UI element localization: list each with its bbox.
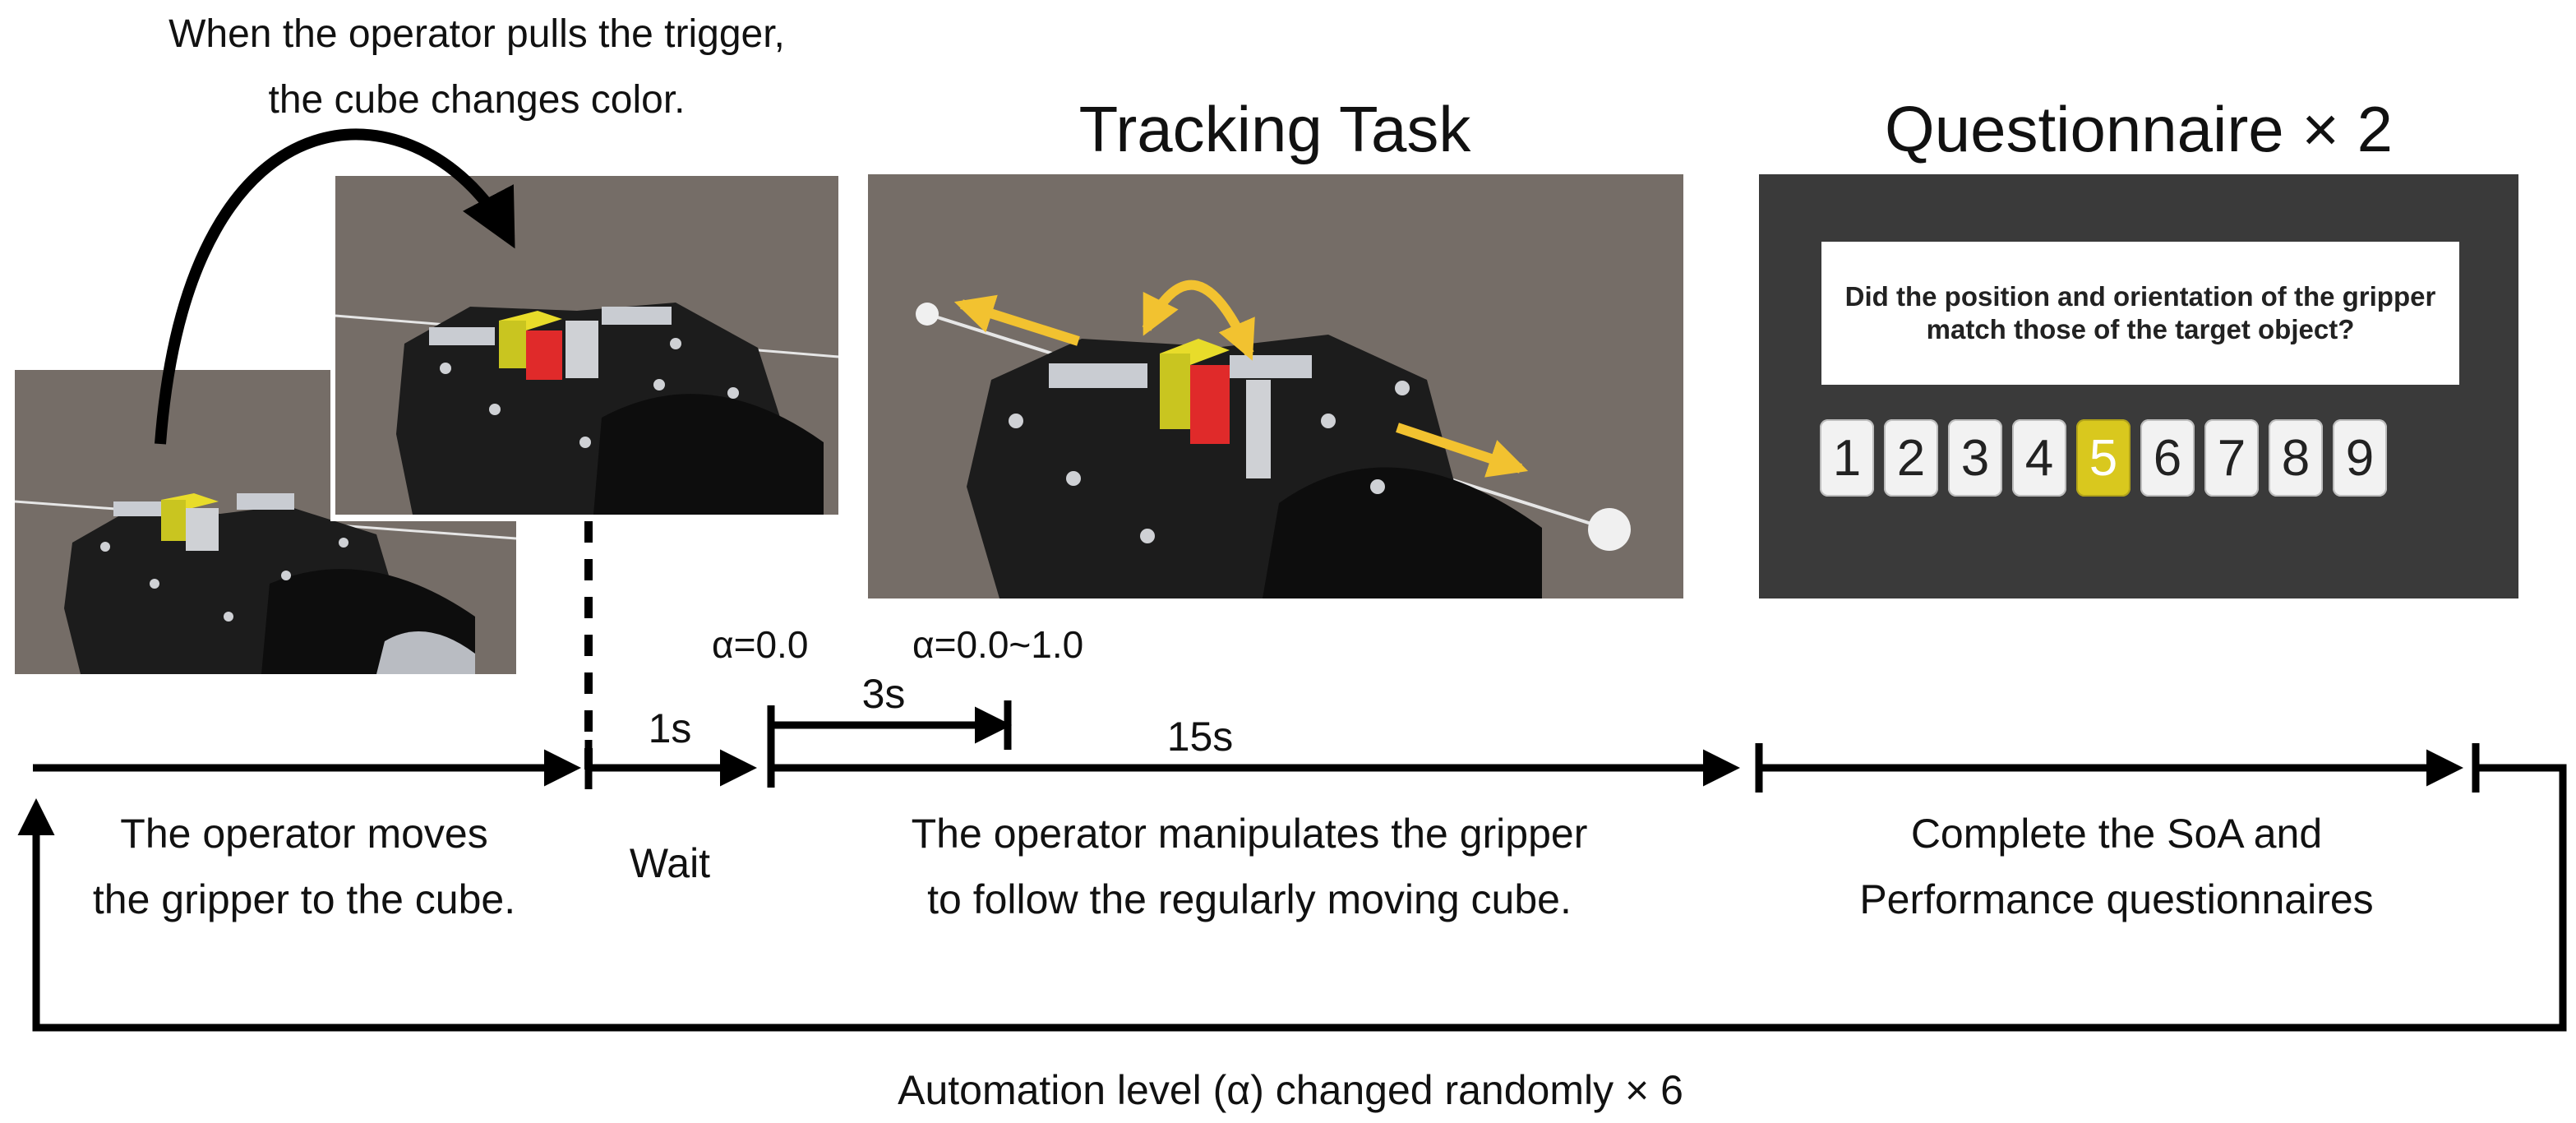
scene-after-trigger	[330, 171, 845, 521]
alpha-ramp-label: α=0.0~1.0	[912, 623, 1084, 666]
trigger-note-line2: the cube changes color.	[268, 78, 686, 122]
move-left-arrow	[953, 294, 1080, 346]
trigger-note-line1: When the operator pulls the trigger,	[169, 12, 785, 56]
loop-label: Automation level (α) changed randomly × …	[898, 1067, 1683, 1113]
step2-label: Wait	[629, 840, 711, 886]
questionnaire-title: Questionnaire × 2	[1885, 93, 2393, 165]
rating-option-2[interactable]: 2	[1884, 419, 1938, 497]
loop-back-path	[17, 764, 2567, 1032]
step3-label-line2: to follow the regularly moving cube.	[927, 876, 1572, 922]
rating-option-1[interactable]: 1	[1820, 419, 1874, 497]
ramp-duration-label: 3s	[861, 671, 906, 717]
step4-label-line2: Performance questionnaires	[1859, 876, 2374, 922]
rating-option-4[interactable]: 4	[2012, 419, 2066, 497]
rating-option-6[interactable]: 6	[2140, 419, 2195, 497]
tracking-task-scene	[868, 174, 1683, 598]
step1-label-line2: the gripper to the cube.	[92, 876, 516, 922]
trigger-curve-arrow	[155, 128, 515, 445]
rotate-arrow	[1142, 280, 1255, 361]
rating-scale: 1 2 3 4 5 6 7 8 9	[1820, 419, 2469, 500]
step4-label-line1: Complete the SoA and	[1910, 811, 2323, 857]
alpha-start-label: α=0.0	[712, 623, 809, 666]
questionnaire-question: Did the position and orientation of the …	[1821, 242, 2459, 385]
step1-label-line1: The operator moves	[120, 811, 488, 857]
wait-duration-label: 1s	[648, 705, 692, 751]
step3-label-line1: The operator manipulates the gripper	[911, 811, 1588, 857]
rating-option-8[interactable]: 8	[2269, 419, 2323, 497]
rating-option-9[interactable]: 9	[2333, 419, 2387, 497]
move-right-arrow	[1396, 423, 1529, 478]
questionnaire-panel: Did the position and orientation of the …	[1759, 174, 2518, 598]
rating-option-5-selected[interactable]: 5	[2076, 419, 2131, 497]
task-duration-label: 15s	[1166, 714, 1234, 760]
rating-option-3[interactable]: 3	[1948, 419, 2002, 497]
tracking-task-title: Tracking Task	[1078, 93, 1471, 165]
rating-option-7[interactable]: 7	[2204, 419, 2259, 497]
scene-before-trigger	[15, 370, 516, 674]
